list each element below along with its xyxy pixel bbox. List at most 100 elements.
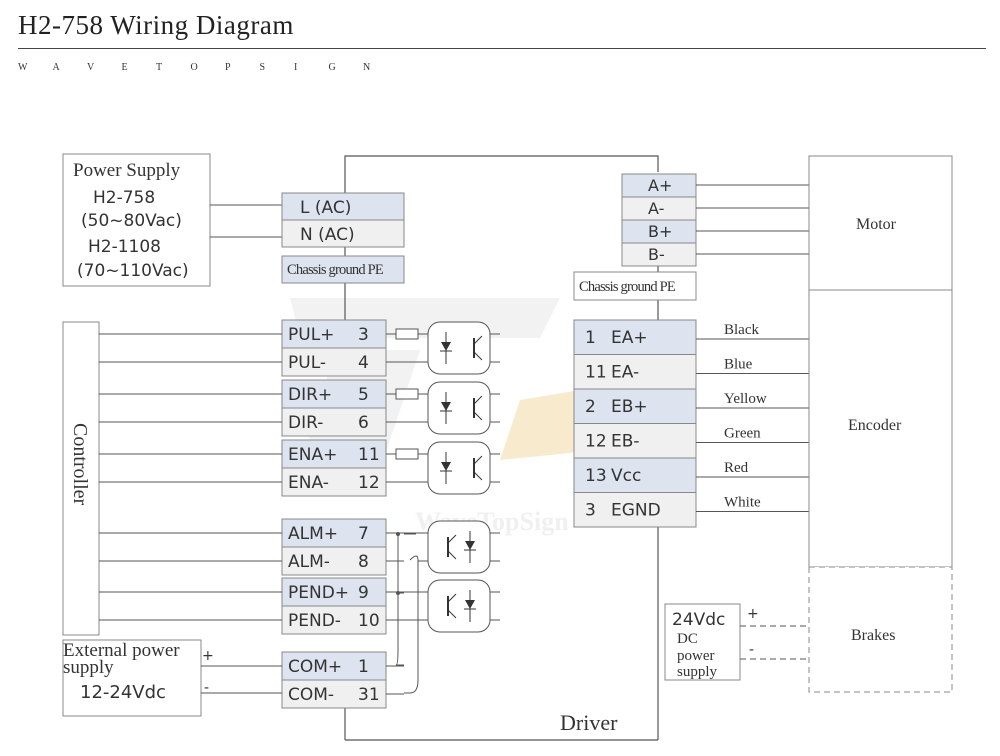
dc-supply-line-2: power xyxy=(677,648,715,664)
left-terminal-name: ENA+ xyxy=(288,445,337,465)
left-terminal-pin: 5 xyxy=(358,385,369,405)
brakes-label: Brakes xyxy=(851,627,895,644)
left-terminal-pin: 3 xyxy=(358,325,369,345)
encoder-terminal-pin: 12 xyxy=(585,432,607,452)
left-terminal-name: PEND- xyxy=(288,611,341,631)
optocoupler-icon xyxy=(427,579,491,633)
external-power-voltage: 12-24Vdc xyxy=(80,682,166,703)
page-title: H2-758 Wiring Diagram xyxy=(18,10,294,40)
resistor-icon xyxy=(395,328,419,340)
driver-label: Driver xyxy=(560,710,618,735)
pe-label-right: Chassis ground PE xyxy=(579,279,676,295)
power-supply-box: Power Supply H2-758 (50~80Vac) H2-1108 (… xyxy=(62,153,211,287)
left-terminal-box xyxy=(281,577,387,607)
left-terminal-name: COM- xyxy=(288,685,334,705)
controller-wires xyxy=(99,333,404,695)
external-power-line-1: External power xyxy=(63,640,180,661)
external-power-box: External power supply 12-24Vdc + - xyxy=(62,639,214,717)
left-terminal-box xyxy=(281,347,387,377)
encoder-terminal-box xyxy=(573,388,697,424)
encoder-terminal-box xyxy=(573,423,697,459)
encoder-terminal-pin: 1 xyxy=(585,328,596,348)
external-power-minus: - xyxy=(204,680,209,696)
left-terminal-pin: 6 xyxy=(358,413,369,433)
motor-terminal-label: A+ xyxy=(648,176,672,195)
brand-letter: N xyxy=(363,62,371,73)
dc-supply-line-1: DC xyxy=(677,631,698,647)
brand-letter: W xyxy=(18,62,28,73)
dc-supply-box: 24Vdc DC power supply + - xyxy=(664,603,759,681)
encoder-wire-color: Blue xyxy=(724,357,753,373)
left-terminal-name: PUL- xyxy=(288,353,326,373)
resistor-icon xyxy=(395,388,419,400)
motor-label: Motor xyxy=(856,216,897,233)
left-terminal-name: ALM+ xyxy=(288,524,338,544)
power-supply-model-1: H2-758 xyxy=(93,188,155,208)
optocoupler-icon xyxy=(427,381,491,435)
pe-label-left: Chassis ground PE xyxy=(287,262,384,278)
ac-terminal-l-label: L (AC) xyxy=(300,198,351,218)
encoder-terminal-box xyxy=(573,492,697,528)
brand-letter: A xyxy=(52,62,60,73)
brand-letter: O xyxy=(190,62,198,73)
left-terminal-pin: 10 xyxy=(358,611,380,631)
brand-letter: P xyxy=(225,62,231,73)
left-terminal-box xyxy=(281,679,387,709)
encoder-wire-color: White xyxy=(724,495,761,511)
left-terminal-pin: 7 xyxy=(358,524,369,544)
controller-label: Controller xyxy=(69,423,91,506)
optocouplers xyxy=(395,321,500,633)
controller-box: Controller xyxy=(62,321,100,636)
power-supply-heading: Power Supply xyxy=(73,160,181,181)
left-terminal-name: DIR+ xyxy=(288,385,332,405)
encoder-terminal-name: EA- xyxy=(611,363,639,383)
left-terminal-box xyxy=(281,379,387,409)
title-divider xyxy=(18,48,986,49)
brand-letter: V xyxy=(87,62,95,73)
encoder-terminal-box xyxy=(573,354,697,390)
encoder-terminal-pin: 13 xyxy=(585,466,607,486)
encoder-label: Encoder xyxy=(848,417,902,434)
dc-supply-line-3: supply xyxy=(677,664,718,680)
left-terminal-name: COM+ xyxy=(288,657,342,677)
resistor-icon xyxy=(395,448,419,460)
left-terminal-name: DIR- xyxy=(288,413,323,433)
encoder-terminal-name: EA+ xyxy=(611,328,648,348)
motor-terminal-block: A+ A- B+ B- xyxy=(621,173,809,267)
left-terminal-name: PEND+ xyxy=(288,583,349,603)
motor-terminal-label: A- xyxy=(648,199,664,218)
encoder-wire-color: Green xyxy=(724,426,761,442)
brand-letter: T xyxy=(156,62,163,73)
encoder-terminal-box xyxy=(573,319,697,355)
motor-terminal-label: B- xyxy=(648,245,665,264)
pe-box-left xyxy=(281,255,405,284)
left-terminal-pin: 1 xyxy=(358,657,369,677)
left-terminal-name: PUL+ xyxy=(288,325,334,345)
power-supply-model-2: H2-1108 xyxy=(88,237,161,257)
motor-terminal-label: B+ xyxy=(648,222,672,241)
encoder-terminal-name: EGND xyxy=(611,501,661,521)
ac-terminal-n xyxy=(281,219,405,248)
encoder-terminal-pin: 2 xyxy=(585,397,596,417)
dc-supply-minus: - xyxy=(749,642,754,658)
ac-terminal-l xyxy=(281,192,405,221)
dc-supply-voltage: 24Vdc xyxy=(672,610,725,630)
brakes-box xyxy=(808,566,953,693)
left-terminal-name: ENA- xyxy=(288,473,329,493)
encoder-terminal-pin: 11 xyxy=(585,363,607,383)
left-terminal-box xyxy=(281,651,387,681)
left-terminal-box xyxy=(281,439,387,469)
optocoupler-icon xyxy=(427,441,491,495)
encoder-wire-color: Black xyxy=(724,322,759,338)
pe-box-right xyxy=(573,271,697,301)
encoder-terminal-name: Vcc xyxy=(611,466,641,486)
left-terminal-box xyxy=(281,467,387,497)
brand-letter: I xyxy=(294,62,298,73)
brand-letter: E xyxy=(121,62,128,73)
brand-letter: G xyxy=(328,62,336,73)
encoder-terminal-box xyxy=(573,457,697,493)
encoder-terminal-name: EB- xyxy=(611,432,640,452)
